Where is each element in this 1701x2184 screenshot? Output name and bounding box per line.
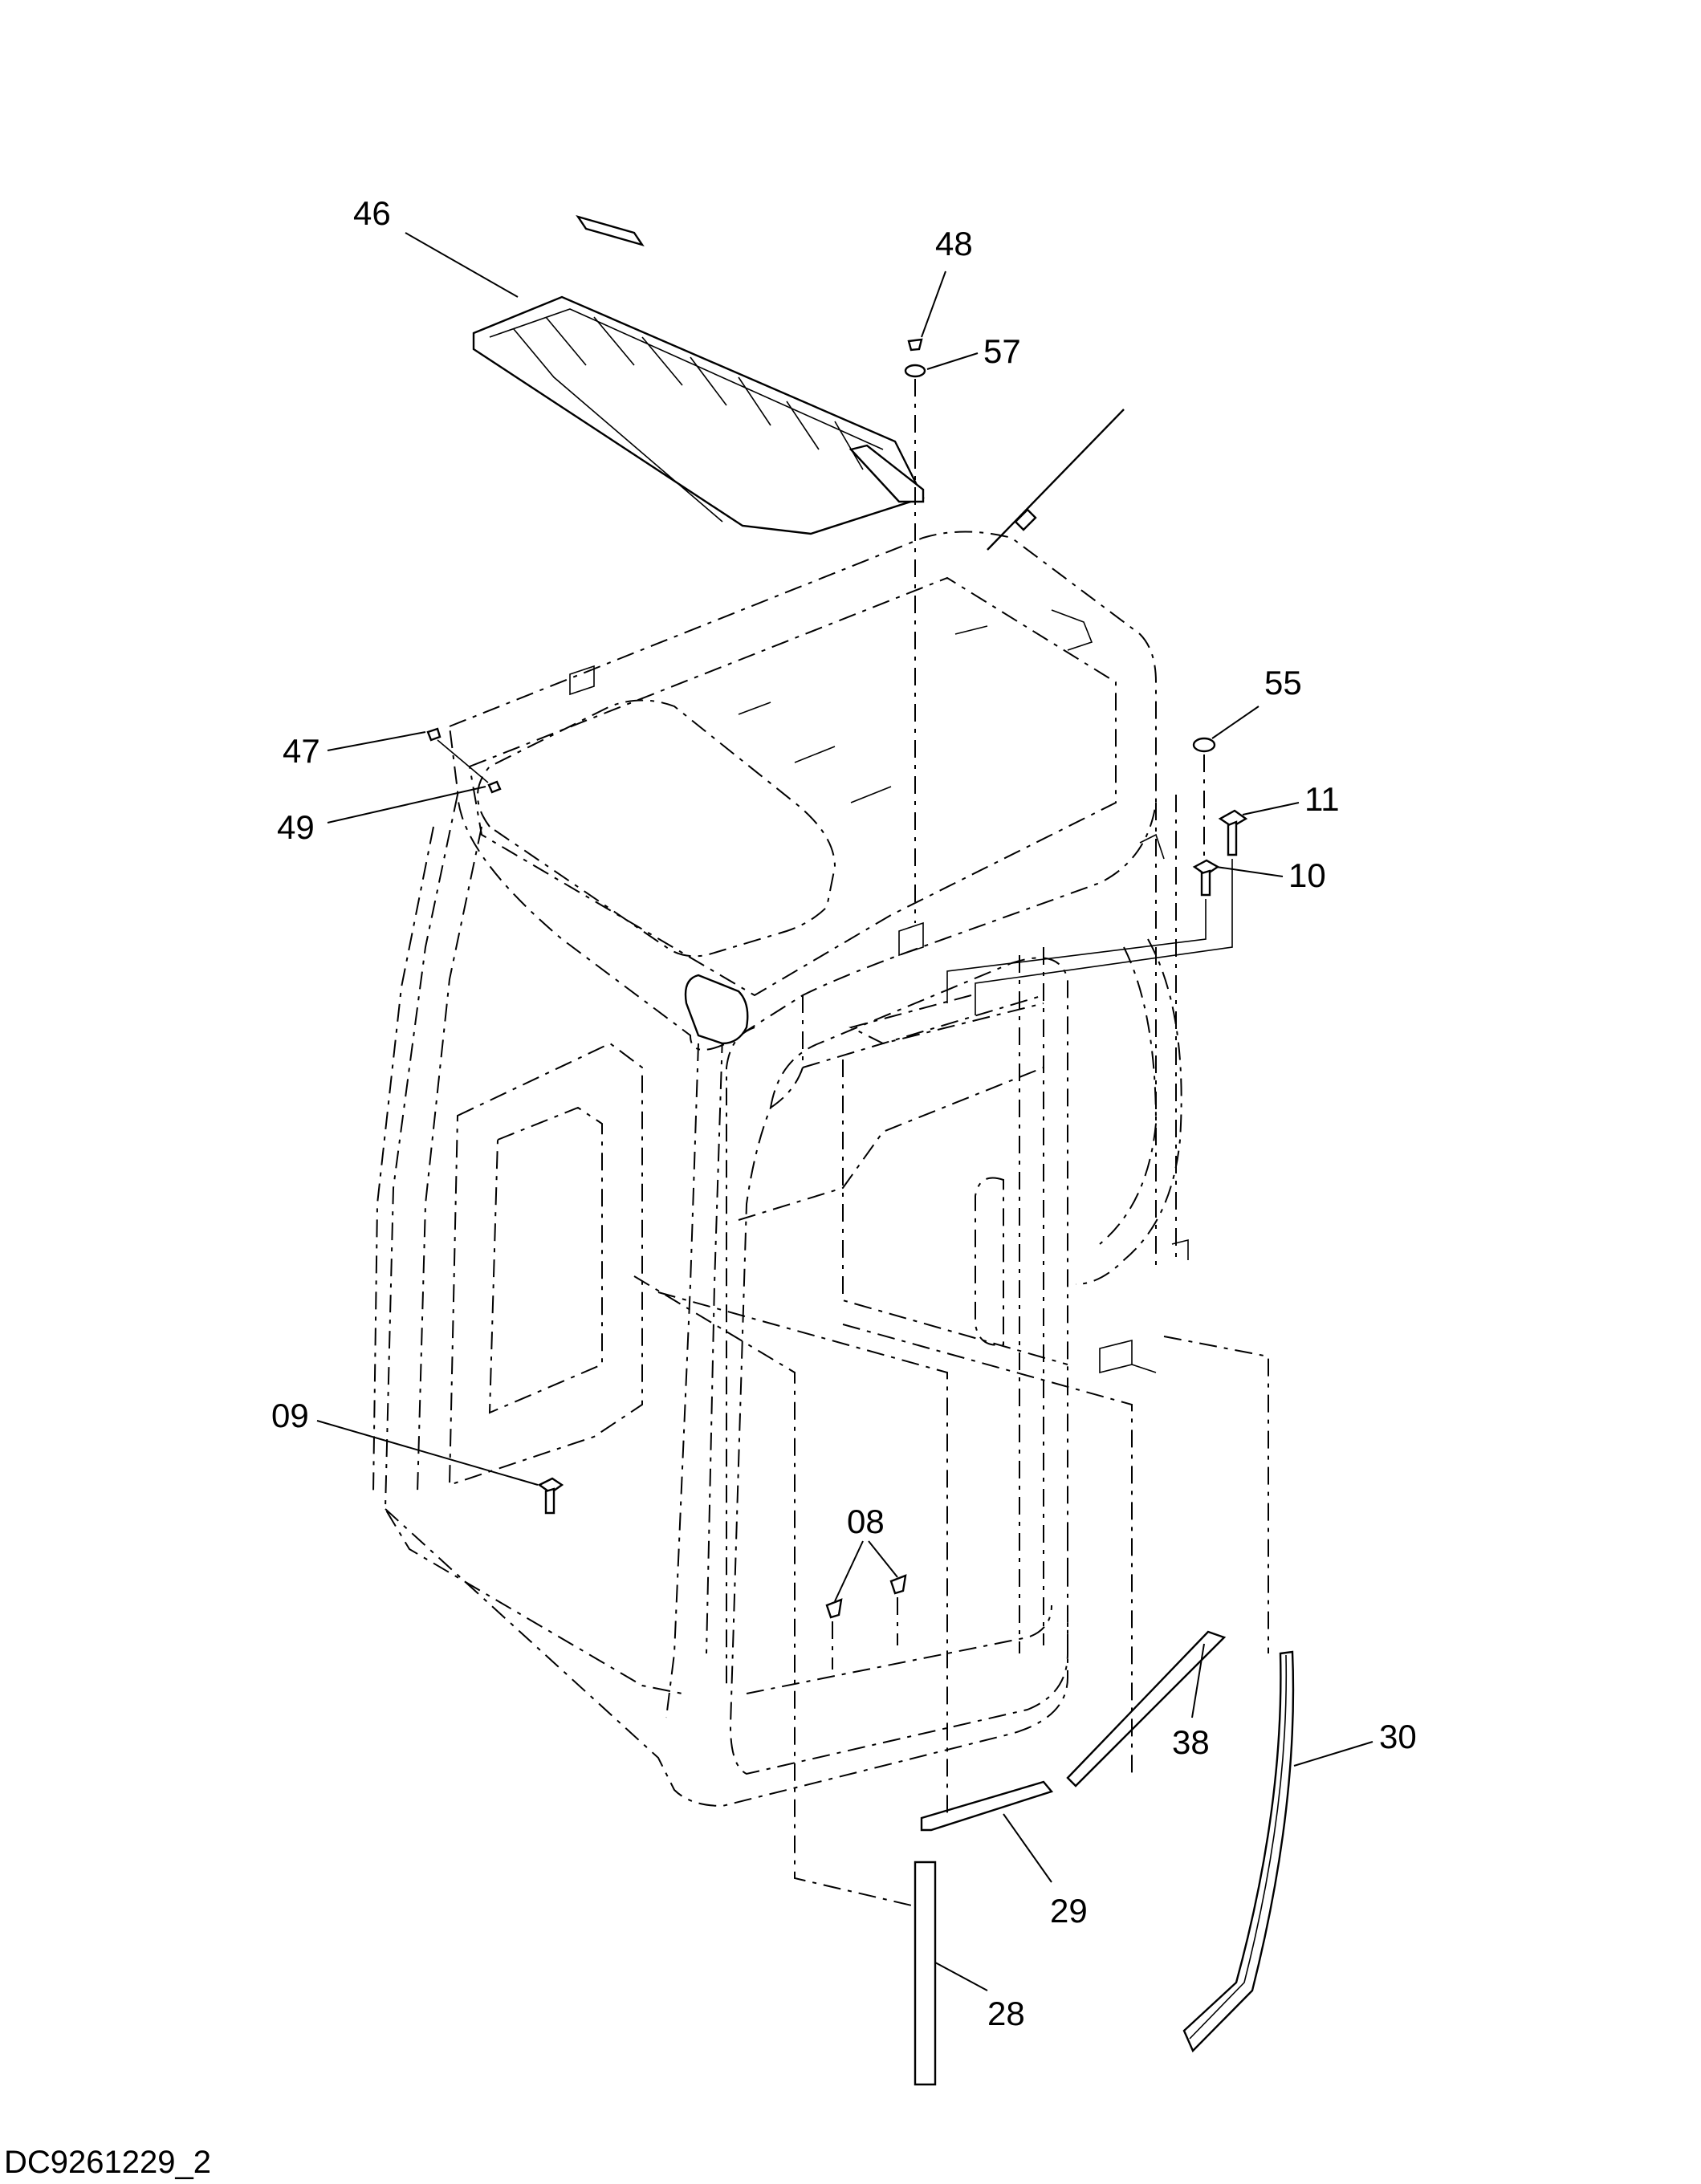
callout-10: 10 (1288, 856, 1326, 894)
callout-46: 46 (353, 194, 391, 232)
leader-55 (1211, 706, 1259, 739)
assembly-line-10 (946, 899, 1207, 1003)
leader-11 (1242, 802, 1300, 815)
callout-49: 49 (277, 808, 315, 846)
callout-48: 48 (935, 225, 973, 262)
leader-10 (1215, 866, 1284, 877)
assembly-line-47 (437, 739, 489, 783)
part-55-cap (1192, 737, 1216, 753)
part-49-nut (487, 780, 502, 794)
callout-08: 08 (847, 1503, 885, 1540)
callout-47: 47 (283, 732, 320, 770)
leader-57 (926, 352, 979, 370)
assembly-line-38 (842, 1324, 1133, 1774)
part-47-screw (426, 727, 442, 742)
assembly-line-29 (657, 1291, 948, 1814)
leader-28 (934, 1962, 988, 1991)
part-46-roof-cover (472, 214, 925, 535)
part-08-clips (825, 1574, 907, 1619)
callout-11: 11 (1304, 780, 1340, 818)
callout-28: 28 (987, 1995, 1025, 2032)
leader-29 (1003, 1813, 1052, 1883)
part-38-seal-strip (1066, 1630, 1227, 1787)
part-29-seal-block (920, 1780, 1054, 1832)
leader-08a (834, 1540, 864, 1602)
part-10-bolt (1192, 859, 1220, 897)
assembly-line-30 (1163, 1336, 1269, 1653)
leader-09 (316, 1420, 539, 1486)
assembly-line-11 (975, 859, 1233, 1015)
leader-47 (327, 731, 426, 751)
callout-leaders (316, 232, 1373, 1991)
leader-49 (327, 786, 486, 824)
leader-48 (921, 270, 946, 338)
callout-29: 29 (1050, 1892, 1088, 1930)
callout-09: 09 (271, 1397, 309, 1434)
callout-57: 57 (983, 332, 1021, 370)
part-57-washer (904, 364, 926, 378)
leader-38 (1191, 1643, 1205, 1718)
drawing-code: DC9261229_2 (4, 2145, 211, 2180)
cab-frame (372, 409, 1189, 1808)
part-09-clip (537, 1477, 564, 1515)
part-28-seal-bar (914, 1861, 937, 2086)
callout-30: 30 (1379, 1718, 1417, 1755)
callout-labels: 46 48 57 55 11 10 47 49 09 08 38 30 29 2… (271, 194, 1417, 2032)
leader-46 (405, 232, 519, 298)
callout-55: 55 (1264, 664, 1302, 702)
part-11-bolt (1218, 809, 1248, 856)
leader-08b (868, 1540, 898, 1578)
assembly-line-28 (633, 1275, 916, 1907)
leader-30 (1293, 1741, 1373, 1767)
part-30-seal-strip-curved (1182, 1650, 1295, 2053)
callout-38: 38 (1172, 1723, 1210, 1761)
part-48-screw (907, 338, 923, 352)
